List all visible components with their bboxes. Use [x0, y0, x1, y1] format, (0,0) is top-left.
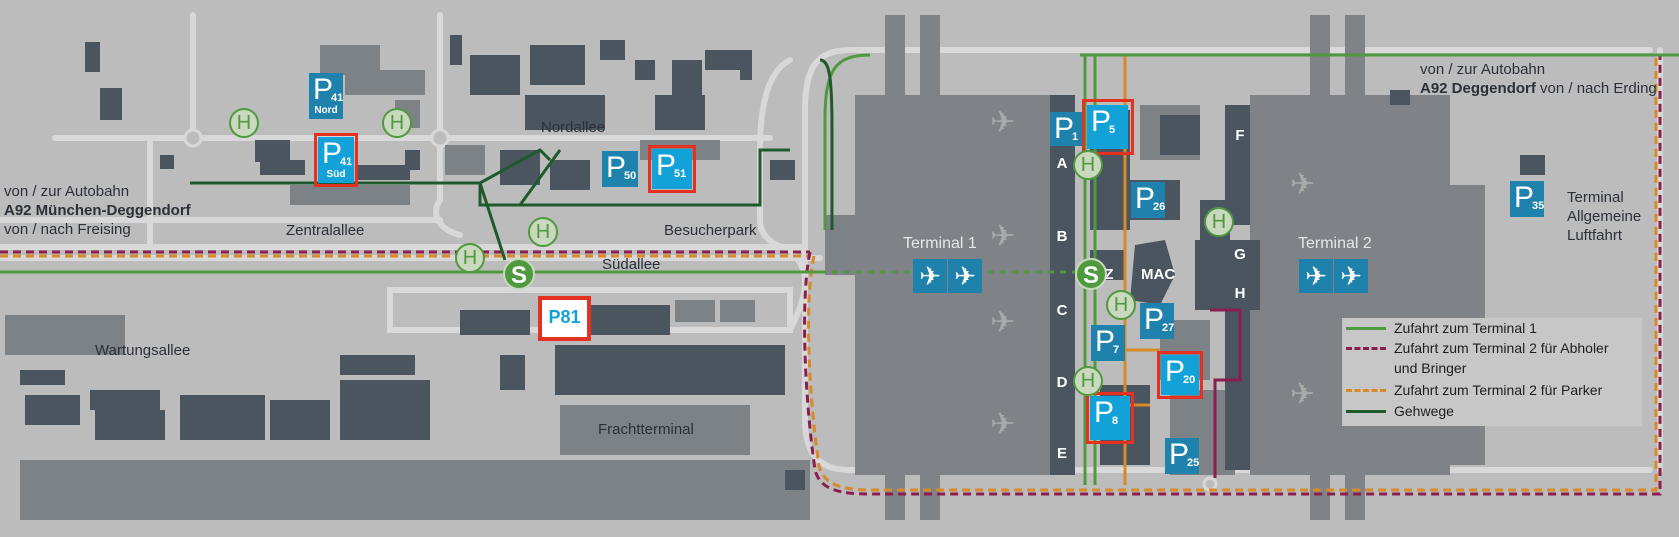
arrival-plane-icon: ✈: [948, 259, 982, 293]
terminal-2-label: Terminal 2: [1298, 235, 1372, 252]
gate-g-label: G: [1234, 246, 1246, 263]
general-aviation-line3: Luftfahrt: [1567, 227, 1623, 244]
parking-p25[interactable]: P 25: [1165, 438, 1199, 474]
route-lines: [0, 53, 1679, 496]
central-area-shape: [1090, 105, 1235, 475]
bus-stop-icon: H: [455, 243, 485, 273]
bus-stop-icon: H: [1073, 366, 1103, 396]
gate-z-label: Z: [1104, 266, 1114, 283]
plane-icon: ✈: [990, 408, 1016, 441]
sbahn-station-icon: S: [503, 258, 535, 290]
buildings: [5, 35, 810, 520]
legend-swatch: [1346, 327, 1386, 330]
autobahn-east-line2: A92 Deggendorf von / nach Erding: [1420, 80, 1657, 97]
gate-e-label: E: [1056, 445, 1067, 462]
parking-p8[interactable]: P 8: [1090, 396, 1130, 440]
bus-stop-icon: H: [229, 108, 259, 138]
road-label-besucherpark: Besucherpark: [664, 222, 757, 239]
parking-p26[interactable]: P 26: [1131, 182, 1165, 218]
parking-p5[interactable]: P 5: [1087, 105, 1128, 149]
parking-p81[interactable]: P81: [538, 296, 591, 341]
gate-f-label: F: [1235, 127, 1245, 144]
road-label-nordallee: Nordallee: [541, 119, 606, 136]
bus-stop-icon: H: [1073, 150, 1103, 180]
plane-icon: ✈: [990, 220, 1016, 253]
legend-swatch: [1346, 347, 1386, 350]
gate-d-label: D: [1056, 374, 1068, 391]
road-label-wartungsallee: Wartungsallee: [95, 342, 191, 359]
general-aviation-line2: Allgemeine: [1567, 208, 1642, 225]
autobahn-west-line1: von / zur Autobahn: [4, 183, 130, 200]
parking-p20[interactable]: P 20: [1161, 355, 1199, 395]
legend-swatch: [1346, 389, 1386, 392]
autobahn-west-line3: von / nach Freising: [4, 221, 131, 238]
parking-p27[interactable]: P 27: [1140, 303, 1174, 339]
plane-icon: ✈: [1290, 378, 1316, 411]
departure-plane-icon: ✈: [1299, 259, 1333, 293]
parking-p41-sued[interactable]: P 41 Süd: [318, 137, 354, 183]
gate-b-label: B: [1056, 228, 1068, 245]
departure-plane-icon: ✈: [913, 259, 947, 293]
mac-label: MAC: [1141, 266, 1176, 283]
legend-swatch: [1346, 410, 1386, 413]
bus-stop-icon: H: [1204, 207, 1234, 237]
parking-p1[interactable]: P 1: [1050, 112, 1082, 146]
parking-p50[interactable]: P 50: [602, 151, 638, 187]
map-legend: Zufahrt zum Terminal 1 Zufahrt zum Termi…: [1342, 318, 1642, 426]
autobahn-east-line1: von / zur Autobahn: [1420, 61, 1546, 78]
bus-stop-icon: H: [1106, 290, 1136, 320]
parking-p35[interactable]: P 35: [1510, 181, 1544, 217]
parking-p51[interactable]: P 51: [652, 149, 692, 189]
highlight-p51: [648, 145, 696, 193]
general-aviation-line1: Terminal: [1567, 189, 1624, 206]
terminal-1-label: Terminal 1: [903, 235, 977, 252]
plane-icon: ✈: [1290, 168, 1316, 201]
parking-p7[interactable]: P 7: [1091, 325, 1125, 361]
parking-p41-nord[interactable]: P 41 Nord: [309, 73, 343, 119]
highlight-p20: [1157, 351, 1203, 399]
gate-a-label: A: [1056, 155, 1068, 172]
sbahn-station-icon: S: [1075, 258, 1107, 290]
area-label-frachtterminal: Frachtterminal: [598, 421, 694, 438]
road-label-suedallee: Südallee: [602, 256, 661, 273]
road-label-zentralallee: Zentralallee: [286, 222, 365, 239]
plane-icon: ✈: [990, 306, 1016, 339]
gate-h-label: H: [1234, 285, 1246, 302]
plane-icon: ✈: [990, 106, 1016, 139]
autobahn-west-line2: A92 München-Deggendorf: [4, 202, 191, 219]
gate-c-label: C: [1056, 302, 1068, 319]
bus-stop-icon: H: [528, 217, 558, 247]
arrival-plane-icon: ✈: [1334, 259, 1368, 293]
highlight-p41-sued: [314, 133, 358, 187]
highlight-p8: [1086, 392, 1134, 444]
bus-stop-icon: H: [382, 108, 412, 138]
highlight-p5: [1082, 99, 1134, 155]
